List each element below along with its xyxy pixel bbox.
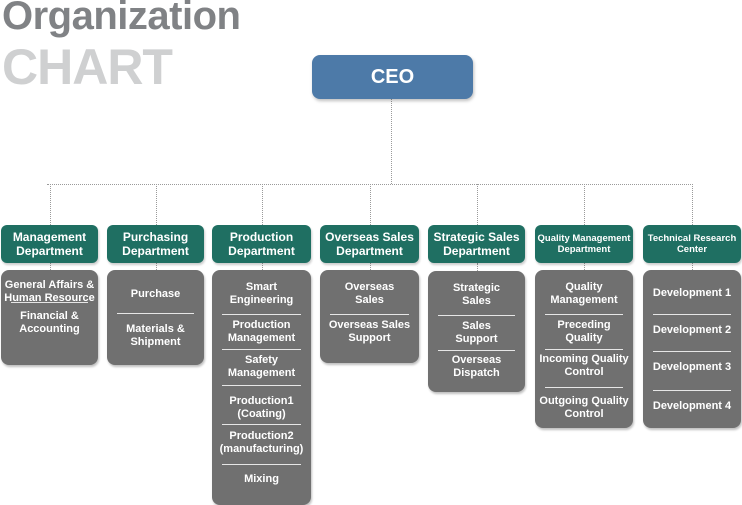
unit-label: Incoming Quality Control bbox=[539, 353, 629, 378]
unit-label: Overseas Dispatch bbox=[451, 354, 502, 379]
divider bbox=[545, 387, 623, 388]
divider bbox=[653, 390, 731, 391]
divider bbox=[653, 351, 731, 352]
unit-label: Development 3 bbox=[652, 361, 732, 373]
department-header: Management Department bbox=[1, 225, 98, 263]
unit-label: Overseas Sales bbox=[344, 281, 395, 306]
department-header: Purchasing Department bbox=[107, 225, 204, 263]
unit-label: Production1 (Coating) bbox=[229, 395, 294, 420]
connector-line bbox=[156, 184, 157, 225]
divider bbox=[545, 349, 623, 350]
connector-line bbox=[50, 184, 51, 225]
connector-line bbox=[50, 263, 51, 270]
connector-line bbox=[692, 184, 693, 225]
unit-label: Development 2 bbox=[652, 324, 732, 336]
divider bbox=[545, 314, 623, 315]
divider bbox=[222, 314, 301, 315]
connector-line bbox=[262, 184, 263, 225]
connector-line bbox=[391, 99, 392, 184]
connector-line bbox=[156, 263, 157, 270]
department-header: Quality Management Department bbox=[535, 225, 633, 263]
divider bbox=[653, 314, 731, 315]
unit-label: Production2 (manufacturing) bbox=[219, 430, 304, 455]
unit-label: Outgoing Quality Control bbox=[539, 395, 629, 420]
divider bbox=[222, 385, 301, 386]
unit-label: General Affairs & Human Resource bbox=[4, 279, 95, 304]
connector-line bbox=[262, 263, 263, 270]
connector-line bbox=[370, 263, 371, 270]
divider bbox=[438, 350, 515, 351]
connector-line bbox=[584, 263, 585, 270]
unit-label: Materials & Shipment bbox=[126, 323, 185, 348]
unit-label: Development 4 bbox=[652, 400, 732, 412]
connector-line bbox=[477, 184, 478, 225]
connector-line bbox=[692, 263, 693, 270]
unit-label: Development 1 bbox=[652, 287, 732, 299]
unit-label: Overseas Sales Support bbox=[328, 319, 411, 344]
unit-label: Mixing bbox=[244, 473, 279, 485]
divider bbox=[117, 313, 194, 314]
unit-label: Purchase bbox=[130, 288, 181, 300]
department-header: Technical Research Center bbox=[643, 225, 741, 263]
unit-label: Smart Engineering bbox=[229, 281, 294, 306]
connector-line bbox=[477, 263, 478, 271]
unit-label: Production Management bbox=[227, 319, 296, 344]
divider bbox=[222, 349, 301, 350]
divider bbox=[330, 314, 409, 315]
unit-label: Quality Management bbox=[550, 281, 618, 306]
divider bbox=[222, 424, 301, 425]
connector-line bbox=[370, 184, 371, 225]
connector-line bbox=[47, 184, 691, 185]
unit-label: Preceding Quality bbox=[557, 319, 611, 344]
divider bbox=[438, 315, 515, 316]
divider bbox=[222, 464, 301, 465]
unit-label: Strategic Sales bbox=[452, 282, 501, 307]
ceo-box: CEO bbox=[312, 55, 473, 99]
department-header: Overseas Sales Department bbox=[320, 225, 419, 263]
unit-label: Safety Management bbox=[227, 354, 296, 379]
chart-title-line1: Organization bbox=[2, 0, 241, 38]
department-header: Strategic Sales Department bbox=[428, 225, 525, 263]
divider bbox=[11, 302, 88, 303]
unit-label: Sales Support bbox=[455, 320, 498, 345]
department-header: Production Department bbox=[212, 225, 311, 263]
chart-title-line2: CHART bbox=[2, 39, 173, 95]
unit-label: Financial & Accounting bbox=[19, 310, 80, 335]
connector-line bbox=[584, 184, 585, 225]
department-units-box: Development 1 Development 2 Development 3 D… bbox=[643, 270, 741, 428]
